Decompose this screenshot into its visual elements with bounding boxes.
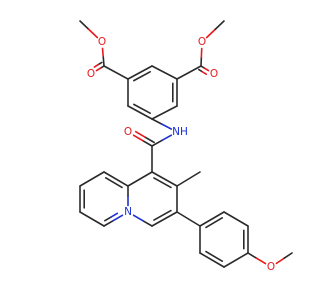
bond-a15-a16-half-b	[151, 139, 163, 147]
bond-a27-a28	[223, 211, 249, 227]
bond-a30-a31-inner	[205, 250, 224, 262]
bond-a35-a36-half-b	[283, 252, 293, 259]
bond-a9-a10	[127, 105, 153, 120]
bond-a16-a17-half-b	[132, 134, 144, 142]
bond-a2-a3-half-b	[102, 56, 105, 67]
bond-a9-a10-inner	[133, 103, 151, 115]
bond-a2-a3-half-a	[101, 47, 105, 59]
bond-layer	[79, 20, 293, 268]
bond-a13-a14-half-a	[205, 28, 217, 39]
atom-label-layer: O O O O NH O N O	[87, 36, 275, 273]
atom-label-o-a4: O	[87, 68, 95, 80]
bond-a8-a9	[151, 105, 178, 120]
bond-a18-a19	[151, 171, 178, 187]
bond-a3-a5	[103, 65, 129, 80]
bond-a32-a22-inner-half-b	[110, 212, 119, 218]
bond-a3-a4-half-b	[95, 67, 102, 72]
bond-a24-a34	[79, 171, 105, 187]
atom-label-n-a15: NH	[172, 126, 188, 138]
bond-a1-a2-half-a	[79, 20, 90, 31]
bond-a20-a21	[151, 211, 178, 227]
bond-a20-a26	[176, 211, 201, 227]
atom-label-o-a17: O	[124, 126, 132, 138]
bond-a5-a6	[127, 65, 153, 80]
bond-a29-a30	[223, 252, 249, 268]
bond-a23-a24	[103, 171, 129, 187]
bond-a33-a32	[79, 211, 105, 227]
bond-a19-a25	[176, 171, 201, 187]
bond-a29-a35-half-a	[247, 252, 258, 260]
bond-a15-a16-half-a	[160, 134, 173, 142]
bond-a26-a27	[199, 211, 225, 227]
bond-a35-a36-half-a	[275, 257, 286, 265]
bond-a5-a6-inner	[133, 70, 151, 82]
bond-a16-a17-half-a	[142, 139, 153, 147]
molecule-structure-diagram: O O O O NH O N O	[0, 0, 300, 300]
bond-a11-a12-second-half-b	[201, 71, 208, 75]
bond-a18-a23	[127, 171, 153, 187]
atom-label-o-a2: O	[98, 36, 106, 48]
bond-a29-a35-half-b	[255, 257, 267, 265]
bond-a13-a14-half-b	[214, 20, 225, 31]
bond-a7-a11	[176, 65, 202, 80]
bond-a32-a22-inner-half-a	[104, 216, 112, 222]
bond-a26-a27-inner	[205, 217, 224, 229]
bond-a30-a31	[199, 252, 225, 268]
bond-a16-a17-second-half-a	[144, 136, 155, 144]
bond-a18-a19-inner	[153, 177, 172, 189]
bond-a9-a15-half-b	[160, 123, 173, 130]
bond-a32-a22-half-b	[112, 214, 124, 222]
diagram-background	[0, 0, 300, 300]
bond-a23-a24-inner	[104, 177, 123, 189]
bond-a20-a21-inner	[153, 209, 172, 221]
bond-a9-a15-half-a	[151, 118, 163, 125]
atom-label-o-a35: O	[267, 261, 275, 273]
atom-label-o-a13: O	[198, 36, 206, 48]
atom-label-o-a12: O	[210, 68, 218, 80]
bond-a16-a17-second-half-b	[134, 130, 146, 138]
bond-a11-a12-half-b	[203, 67, 210, 72]
bond-a1-a2-half-b	[87, 28, 99, 39]
bond-a6-a7	[151, 65, 178, 80]
bond-a3-a4-second-half-b	[93, 63, 99, 68]
atom-label-n-a22: N	[124, 206, 132, 218]
bond-a32-a22-half-a	[103, 219, 114, 227]
bond-a21-a22-half-b	[132, 214, 144, 222]
bond-a21-a22-half-a	[142, 219, 153, 227]
